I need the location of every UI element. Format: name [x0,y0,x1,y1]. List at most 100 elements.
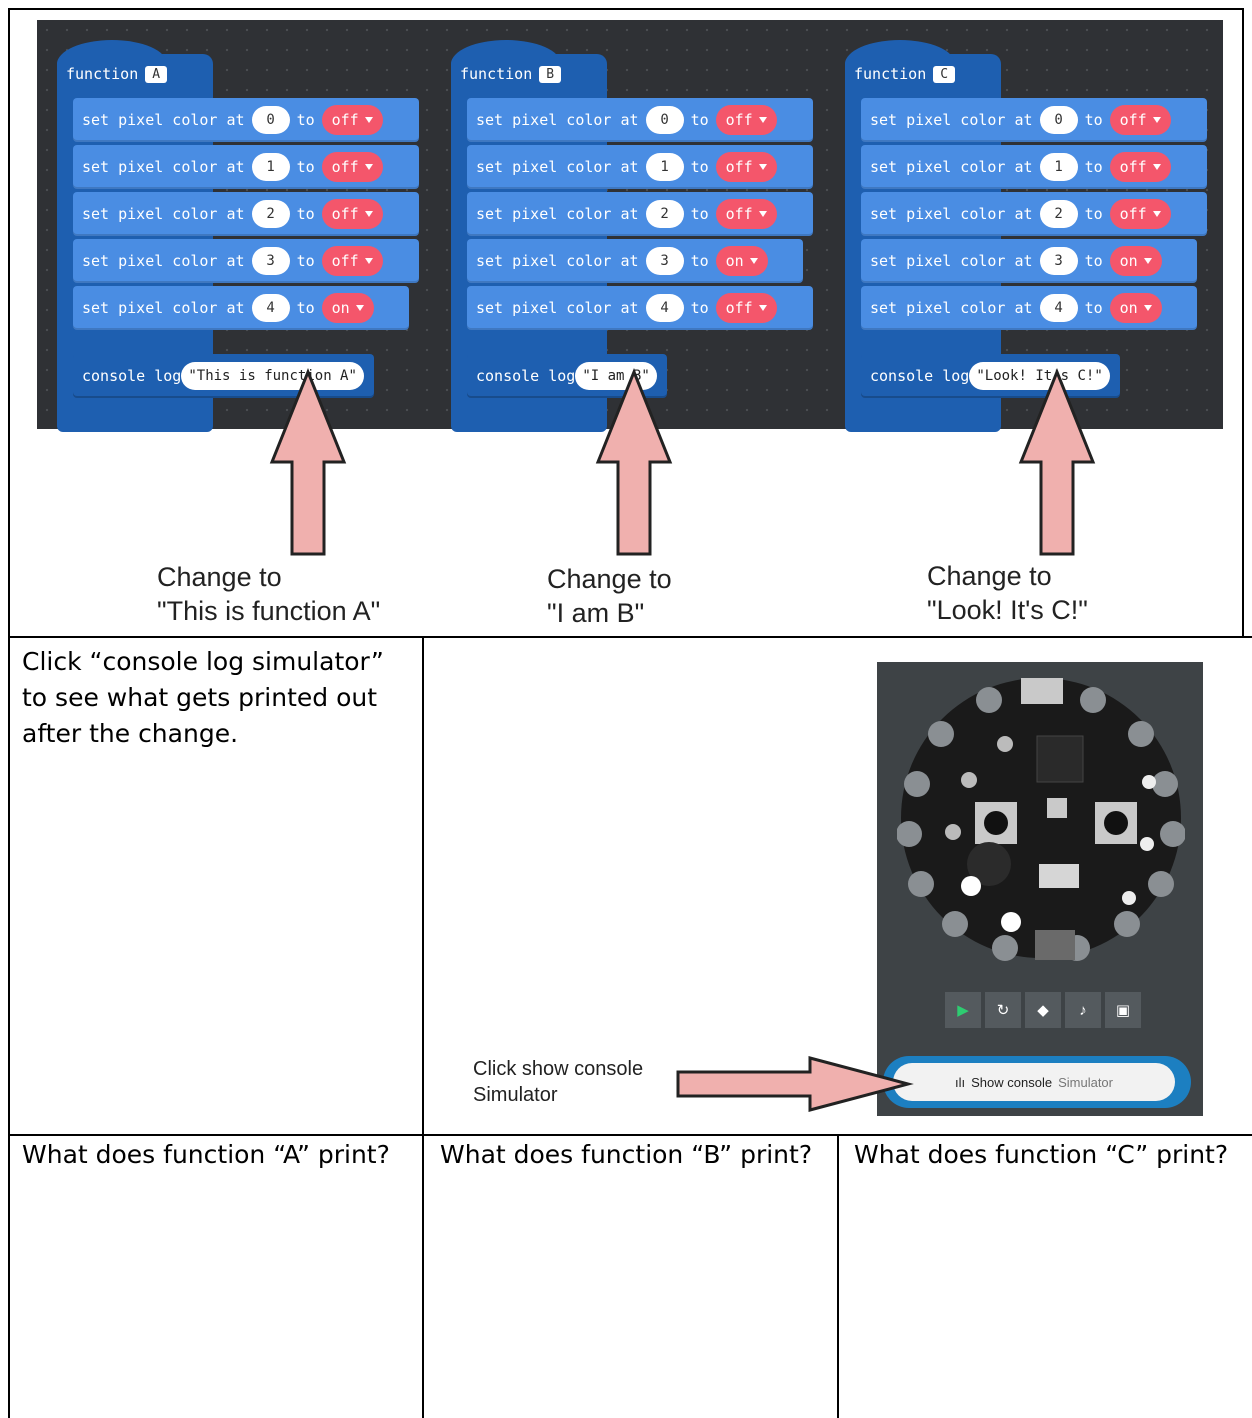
show-console-pill[interactable]: ılı Show console Simulator [893,1063,1175,1101]
pixel-index-field[interactable]: 2 [251,200,290,228]
restart-icon[interactable]: ↻ [985,992,1021,1028]
pixel-index-field[interactable]: 4 [645,294,684,322]
function-name-field[interactable]: A [145,65,168,83]
to-label: to [1084,111,1103,129]
table-row-divider-1 [8,636,1252,638]
slide-switch[interactable] [1039,864,1079,888]
set-pixel-block-0[interactable]: set pixel color at 0 to off [73,98,419,142]
set-pixel-block-2[interactable]: set pixel color at 2 to off [861,192,1207,236]
to-label: to [296,111,315,129]
play-icon[interactable]: ▶ [945,992,981,1028]
pixel-state-dropdown[interactable]: on [1109,246,1162,276]
show-console-button[interactable]: ılı Show console Simulator [883,1056,1191,1108]
set-pixel-block-2[interactable]: set pixel color at 2 to off [73,192,419,236]
function-block-b[interactable]: function B set pixel color at 0 to off s… [451,40,813,432]
reset-button[interactable] [1047,798,1067,818]
to-label: to [1084,158,1103,176]
set-pixel-block-3[interactable]: set pixel color at 3 to on [861,239,1197,283]
set-pixel-block-1[interactable]: set pixel color at 1 to off [467,145,813,189]
pixel-index-field[interactable]: 3 [251,247,290,275]
battery-connector [1035,930,1075,960]
set-pixel-block-3[interactable]: set pixel color at 3 to on [467,239,803,283]
pixel-index-field[interactable]: 4 [251,294,290,322]
set-pixel-block-4[interactable]: set pixel color at 4 to on [861,286,1197,330]
console-log-string-field[interactable]: "This is function A" [181,362,364,390]
pixel-state-dropdown[interactable]: off [715,152,777,182]
console-log-string-field[interactable]: "Look! It's C!" [969,362,1110,390]
set-pixel-block-0[interactable]: set pixel color at 0 to off [467,98,813,142]
statement-label: set pixel color at [82,252,245,270]
question-a: What does function “A” print? [22,1140,390,1169]
pixel-index-field[interactable]: 1 [645,153,684,181]
pixel-state-dropdown[interactable]: off [321,246,383,276]
function-block-a[interactable]: function A set pixel color at 0 to off s… [57,40,419,432]
pixel-index-field[interactable]: 4 [1039,294,1078,322]
pixel-state-dropdown[interactable]: on [1109,293,1162,323]
pixel-state-dropdown[interactable]: off [715,105,777,135]
caret-down-icon [758,211,767,217]
pixel-index-field[interactable]: 1 [251,153,290,181]
console-log-block[interactable]: console log "This is function A" [73,354,374,398]
pixel-index-field[interactable]: 0 [1039,106,1078,134]
table-col-divider-2 [837,1134,839,1418]
pixel-state-dropdown[interactable]: off [1109,199,1171,229]
set-pixel-block-2[interactable]: set pixel color at 2 to off [467,192,813,236]
set-pixel-block-1[interactable]: set pixel color at 1 to off [861,145,1207,189]
pixel-state-dropdown[interactable]: off [321,105,383,135]
pixel-state-dropdown[interactable]: on [321,293,374,323]
pixel-state-value: on [331,299,350,317]
set-pixel-block-3[interactable]: set pixel color at 3 to off [73,239,419,283]
set-pixel-block-1[interactable]: set pixel color at 1 to off [73,145,419,189]
caption-c: Change to "Look! It's C!" [927,559,1088,627]
function-name-field[interactable]: C [933,65,956,83]
set-pixel-block-4[interactable]: set pixel color at 4 to off [467,286,813,330]
question-b: What does function “B” print? [440,1140,813,1169]
caption-line: "I am B" [547,598,645,628]
pixel-state-dropdown[interactable]: off [715,293,777,323]
console-log-block[interactable]: console log "Look! It's C!" [861,354,1120,398]
simulator-panel[interactable]: ▶ ↻ ◆ ♪ ▣ ılı Show console Simulator [877,662,1203,1116]
statement-label: set pixel color at [870,205,1033,223]
caret-down-icon [364,211,373,217]
pixel-index-field[interactable]: 0 [251,106,290,134]
function-block-c[interactable]: function C set pixel color at 0 to off s… [845,40,1207,432]
statement-label: set pixel color at [82,158,245,176]
fullscreen-icon[interactable]: ▣ [1105,992,1141,1028]
pixel-state-dropdown[interactable]: off [321,199,383,229]
statement-label: set pixel color at [476,158,639,176]
pixel-state-dropdown[interactable]: off [715,199,777,229]
mute-icon[interactable]: ♪ [1065,992,1101,1028]
to-label: to [690,158,709,176]
table-border-right [1242,8,1244,636]
arrow-right-icon [676,1056,914,1112]
circuit-playground-board[interactable] [897,674,1185,962]
pixel-index-field[interactable]: 3 [645,247,684,275]
pixel-state-dropdown[interactable]: off [1109,152,1171,182]
usb-connector [1021,678,1063,704]
statement-label: set pixel color at [82,205,245,223]
pixel-index-field[interactable]: 2 [645,200,684,228]
set-pixel-block-0[interactable]: set pixel color at 0 to off [861,98,1207,142]
pixel-index-field[interactable]: 1 [1039,153,1078,181]
pixel-state-value: off [331,111,359,129]
pixel-state-dropdown[interactable]: on [715,246,768,276]
pixel-index-field[interactable]: 2 [1039,200,1078,228]
pixel-index-field[interactable]: 0 [645,106,684,134]
set-pixel-block-4[interactable]: set pixel color at 4 to on [73,286,409,330]
caret-down-icon [758,164,767,170]
pixel-state-dropdown[interactable]: off [321,152,383,182]
statement-label: set pixel color at [870,111,1033,129]
show-console-label: Show console [971,1074,1053,1090]
function-header: function A [66,61,168,87]
statement-label: set pixel color at [476,252,639,270]
pixel-state-value: off [725,111,753,129]
blocks-workspace[interactable]: function A set pixel color at 0 to off s… [37,20,1223,432]
pixel-index-field[interactable]: 3 [1039,247,1078,275]
caret-down-icon [1143,305,1152,311]
function-name-field[interactable]: B [539,65,562,83]
pixel-state-value: off [1119,111,1147,129]
slow-mo-icon[interactable]: ◆ [1025,992,1061,1028]
pixel-state-dropdown[interactable]: off [1109,105,1171,135]
caret-down-icon [758,305,767,311]
table-row-divider-2 [8,1134,1252,1136]
